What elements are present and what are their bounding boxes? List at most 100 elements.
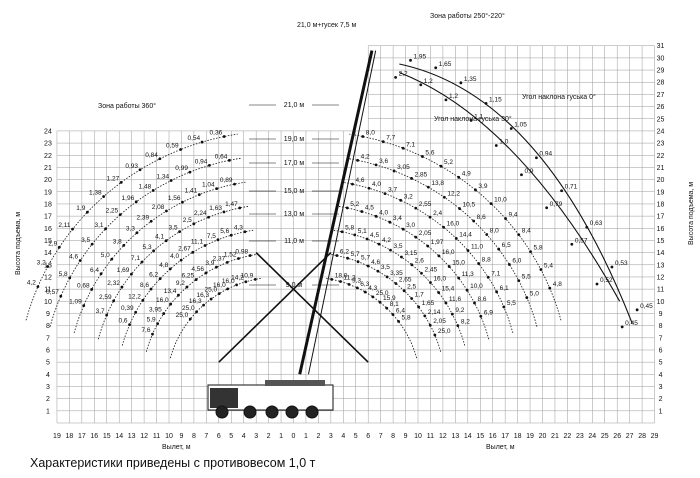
load-point bbox=[507, 263, 511, 266]
load-point bbox=[185, 285, 189, 289]
y-tick-label-left: 21 bbox=[44, 165, 52, 172]
load-point bbox=[181, 200, 184, 204]
load-value-label: 5,8 bbox=[534, 245, 543, 252]
load-point bbox=[346, 256, 350, 260]
load-point bbox=[152, 249, 155, 253]
load-value-label: 3,7 bbox=[388, 187, 397, 194]
load-point bbox=[389, 248, 392, 252]
load-value-label: 6,1 bbox=[500, 285, 509, 292]
truck-wheel bbox=[305, 405, 319, 419]
load-point bbox=[428, 323, 432, 327]
y-tick-label-right: 16 bbox=[657, 226, 665, 233]
y-tick-label-right: 3 bbox=[659, 384, 663, 391]
load-value-label: 3,3 bbox=[126, 226, 135, 233]
load-point bbox=[110, 257, 114, 261]
jib-value-label: 0,71 bbox=[565, 184, 578, 191]
load-point bbox=[188, 170, 192, 174]
load-point bbox=[36, 285, 40, 289]
load-point bbox=[102, 195, 106, 198]
load-value-label: 6,9 bbox=[484, 309, 493, 316]
load-value-label: 1,7 bbox=[415, 292, 424, 299]
boom-arc bbox=[341, 181, 514, 334]
y-tick-label-left: 8 bbox=[46, 323, 50, 330]
jib-point bbox=[620, 325, 624, 329]
load-point bbox=[105, 313, 109, 317]
load-value-label: 3,5 bbox=[81, 237, 90, 244]
x-tick-label: 10 bbox=[414, 433, 422, 440]
load-value-label: 3,1 bbox=[95, 222, 104, 229]
y-tick-label-right: 31 bbox=[657, 43, 665, 50]
load-value-label: 6,2 bbox=[149, 272, 158, 279]
load-point bbox=[90, 242, 94, 246]
y-tick-label-left: 15 bbox=[44, 238, 52, 245]
boom-arc bbox=[349, 133, 562, 321]
boom-length-labels: 21,0 м19,0 м17,0 м15,0 м13,0 м11,0 м9,0 … bbox=[249, 102, 339, 289]
x-tick-label: 11 bbox=[153, 433, 160, 440]
load-point bbox=[104, 227, 107, 231]
load-value-label: 16,0 bbox=[213, 282, 226, 289]
load-value-label: 4,0 bbox=[170, 253, 179, 260]
y-tick-label-right: 8 bbox=[659, 323, 663, 330]
jib-value-label: 1,1 bbox=[474, 113, 483, 120]
x-tick-label: 18 bbox=[66, 433, 74, 440]
y-tick-label-left: 7 bbox=[46, 335, 50, 342]
load-point bbox=[385, 275, 389, 279]
load-point bbox=[347, 282, 351, 286]
load-value-label: 6,3 bbox=[360, 281, 369, 288]
load-value-label: 4,3 bbox=[234, 225, 243, 232]
load-value-label: 6,4 bbox=[90, 267, 99, 274]
load-value-label: 3,8 bbox=[113, 238, 122, 245]
load-point bbox=[397, 319, 400, 323]
load-value-label: 5,0 bbox=[530, 291, 539, 298]
load-value-label: 2,6 bbox=[415, 258, 424, 265]
boom-arc bbox=[73, 181, 246, 334]
load-value-label: 7,6 bbox=[141, 327, 150, 334]
load-point bbox=[214, 265, 218, 269]
x-tick-label: 8 bbox=[391, 433, 395, 440]
y-tick-label-right: 13 bbox=[657, 262, 665, 269]
load-value-label: 5,1 bbox=[358, 228, 367, 235]
y-tick-label-right: 21 bbox=[657, 165, 665, 172]
load-point bbox=[447, 265, 451, 268]
jib-value-label: 0,9 bbox=[524, 168, 533, 175]
load-point bbox=[374, 214, 378, 218]
x-tick-label: 11 bbox=[427, 433, 434, 440]
load-value-label: 2,32 bbox=[107, 280, 120, 287]
jib-curve-0 bbox=[399, 63, 633, 324]
load-point bbox=[355, 286, 359, 290]
load-value-label: 18,0 bbox=[335, 272, 348, 279]
load-point bbox=[216, 238, 220, 242]
load-value-label: 2,05 bbox=[433, 318, 446, 325]
load-point bbox=[399, 198, 403, 202]
load-point bbox=[474, 188, 477, 192]
y-tick-label-right: 19 bbox=[657, 189, 665, 196]
y-tick-label-right: 6 bbox=[659, 347, 663, 354]
load-value-label: 4,6 bbox=[371, 259, 380, 266]
load-value-label: 2,24 bbox=[194, 210, 207, 217]
load-point bbox=[479, 314, 483, 318]
load-point bbox=[504, 217, 507, 220]
jib-point bbox=[610, 265, 614, 269]
jib-value-label: 0,94 bbox=[539, 151, 552, 158]
load-point bbox=[202, 303, 205, 307]
load-value-label: 3,95 bbox=[149, 307, 162, 314]
load-point bbox=[457, 276, 461, 280]
load-point bbox=[517, 279, 521, 283]
load-point bbox=[151, 188, 155, 192]
x-tick-label: 15 bbox=[103, 433, 111, 440]
y-tick-label-right: 29 bbox=[657, 68, 665, 75]
load-point bbox=[361, 135, 365, 138]
load-value-label: 1,56 bbox=[168, 195, 181, 202]
main-boom-edge bbox=[307, 50, 377, 375]
load-value-label: 0,94 bbox=[195, 158, 208, 165]
load-value-label: 5,4 bbox=[544, 263, 553, 270]
y-tick-label-left: 17 bbox=[44, 214, 52, 221]
load-point bbox=[367, 186, 371, 190]
load-value-label: 11,1 bbox=[191, 239, 204, 246]
load-point bbox=[140, 260, 144, 264]
jib-point bbox=[595, 282, 599, 286]
load-point bbox=[235, 283, 238, 287]
load-point bbox=[134, 310, 138, 314]
load-point bbox=[204, 271, 208, 275]
load-point bbox=[46, 265, 50, 268]
